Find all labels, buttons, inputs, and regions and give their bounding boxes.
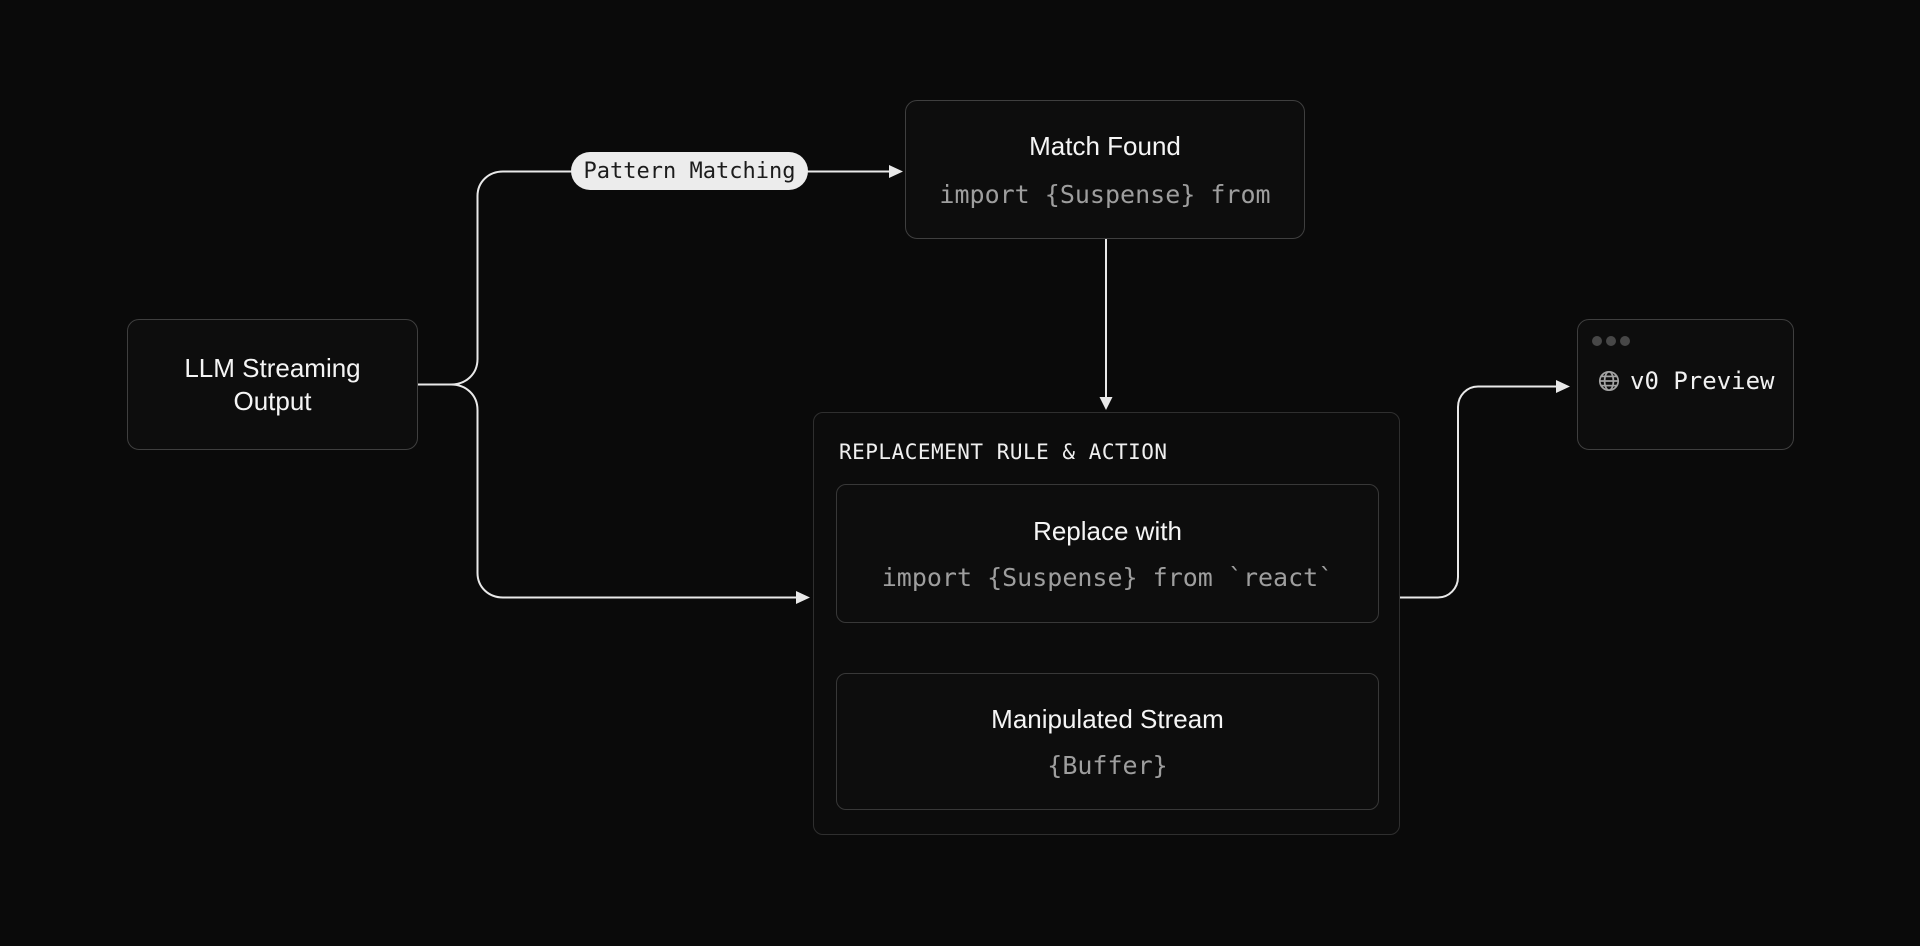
- node-replace-with[interactable]: Replace with import {Suspense} from `rea…: [836, 484, 1379, 623]
- preview-content-row: v0 Preview: [1597, 367, 1775, 395]
- preview-title: v0 Preview: [1630, 367, 1775, 395]
- node-title: Replace with: [1033, 515, 1182, 546]
- wire-llm-to-replacement: [450, 383, 797, 599]
- arrowhead-into-replacement-top: [1099, 397, 1113, 410]
- node-manipulated-stream[interactable]: Manipulated Stream {Buffer}: [836, 673, 1379, 810]
- node-llm-streaming-output[interactable]: LLM Streaming Output: [127, 319, 418, 450]
- globe-icon: [1598, 370, 1620, 392]
- arrowhead-into-match: [889, 165, 903, 178]
- node-code-snippet: {Buffer}: [1047, 750, 1168, 780]
- node-code-snippet: import {Suspense} from: [939, 179, 1271, 209]
- group-header: REPLACEMENT RULE & ACTION: [839, 440, 1168, 464]
- window-dot: [1606, 336, 1616, 346]
- node-code-snippet: import {Suspense} from `react`: [881, 562, 1334, 592]
- window-dot: [1592, 336, 1602, 346]
- window-control-dots: [1592, 336, 1630, 346]
- group-replacement-rule-action[interactable]: REPLACEMENT RULE & ACTION Replace with i…: [813, 412, 1400, 835]
- edge-label-pattern-matching: Pattern Matching: [571, 152, 808, 190]
- node-v0-preview[interactable]: v0 Preview: [1577, 319, 1794, 450]
- window-dot: [1620, 336, 1630, 346]
- node-title: Match Found: [1029, 130, 1181, 161]
- node-match-found[interactable]: Match Found import {Suspense} from: [905, 100, 1305, 239]
- node-title: LLM Streaming Output: [184, 352, 361, 416]
- arrowhead-into-preview: [1556, 380, 1570, 393]
- node-title: Manipulated Stream: [991, 703, 1224, 734]
- wire-replacement-to-preview: [1400, 385, 1557, 599]
- wire-llm-to-match: [418, 170, 890, 386]
- edge-label-text: Pattern Matching: [583, 158, 796, 184]
- arrowhead-into-replacement: [796, 591, 810, 604]
